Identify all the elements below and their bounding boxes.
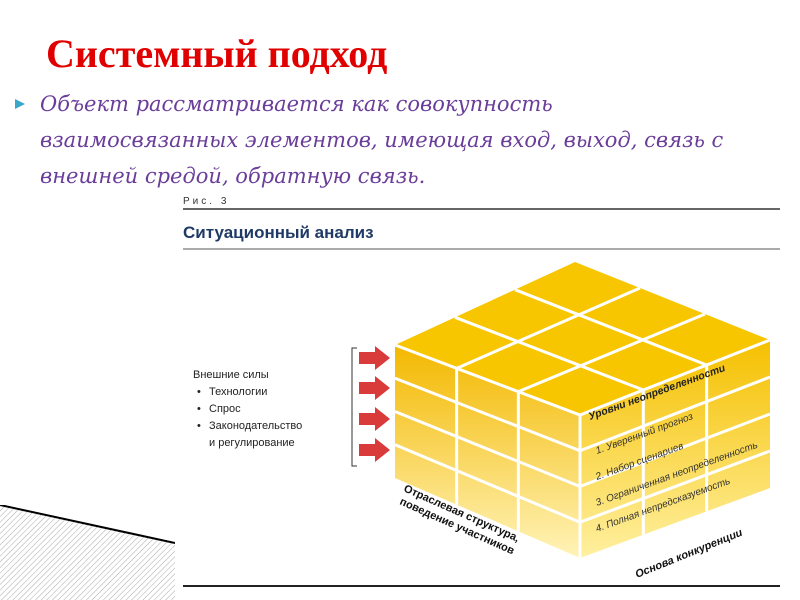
situational-analysis-figure: Рис. 3 Ситуационный анализ Внешние силы … [183, 196, 780, 587]
svg-text:•: • [197, 420, 201, 432]
cube-left-gridline [394, 376, 581, 453]
cube-left-gridline [394, 443, 581, 524]
svg-text:•: • [197, 403, 201, 415]
cube-top-gridline [514, 288, 708, 367]
force-item: Спрос [209, 403, 241, 415]
arrow-icon [359, 438, 390, 462]
arrow-icon [359, 376, 390, 400]
triangle-bullet-icon [15, 99, 25, 109]
forces-heading: Внешние силы [193, 369, 269, 381]
svg-text:•: • [197, 386, 201, 398]
right-axis-label: Основа конкуренции [634, 527, 745, 581]
forces-list: • Технологии • Спрос • Законодательство и р… [197, 386, 302, 449]
force-item: и регулирование [209, 437, 295, 449]
arrow-icon [359, 346, 390, 370]
cube-top-gridline [517, 312, 706, 394]
force-item: Законодательство [209, 420, 302, 432]
cube-right-gridline [579, 375, 771, 453]
decorative-hatch [0, 505, 175, 600]
cube-right-gridline [579, 449, 771, 524]
input-arrows [359, 346, 390, 462]
cube-left-gridline [394, 410, 581, 488]
cube-top-gridline [454, 315, 644, 392]
cube-top-gridline [456, 286, 641, 370]
cube-right-gridline [579, 412, 771, 488]
figure-label: Рис. 3 [183, 196, 229, 207]
uncertainty-cube [394, 262, 771, 558]
force-item: Технологии [209, 386, 267, 398]
figure-title: Ситуационный анализ [183, 223, 374, 242]
arrow-icon [359, 407, 390, 431]
slide-body-text: Объект рассматривается как совокупность … [40, 92, 724, 188]
slide-title: Системный подход [46, 31, 388, 76]
